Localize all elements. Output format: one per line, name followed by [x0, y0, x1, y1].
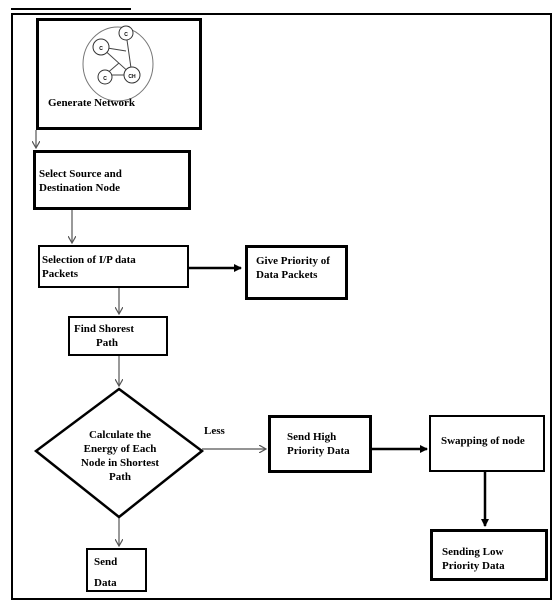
node-selection-iop-packets: Selection of I/P data Packets — [38, 245, 189, 288]
node-send-data: Send Data — [86, 548, 147, 592]
network-graph-icon: C C C CH — [82, 25, 154, 102]
node-label: Path — [96, 337, 118, 349]
decision-diamond-energy — [33, 387, 205, 519]
node-give-priority: Give Priority of Data Packets — [245, 245, 348, 300]
node-label: Selection of I/P data — [42, 254, 136, 266]
node-label: Find Shorest — [74, 323, 135, 335]
node-label: Generate Network — [48, 97, 136, 109]
node-label: Packets — [42, 268, 79, 280]
decision-energy-text: Calculate the Energy of Each Node in Sho… — [76, 428, 164, 484]
network-node-label: CH — [128, 74, 136, 80]
diagram-frame — [11, 13, 552, 600]
node-label: Path — [109, 471, 131, 483]
node-label: Send High — [287, 431, 337, 443]
network-node-label: C — [124, 32, 128, 38]
network-node-label: C — [99, 46, 103, 52]
node-label: Send — [94, 556, 118, 568]
node-label: Node in Shortest — [80, 457, 160, 469]
node-label: Priority Data — [287, 445, 350, 457]
node-select-source-destination: Select Source and Destination Node — [33, 150, 191, 210]
node-label: Data Packets — [256, 269, 318, 281]
node-label: Calculate the — [88, 429, 151, 441]
node-generate-network: C C C CH Generate Network — [36, 18, 202, 130]
node-sending-low-priority: Sending Low Priority Data — [430, 529, 548, 581]
node-label: Give Priority of — [256, 255, 330, 267]
node-label: Swapping of node — [441, 435, 525, 447]
header-rule — [11, 0, 131, 10]
node-find-shortest-path: Find Shorest Path — [68, 316, 168, 356]
node-send-high-priority: Send High Priority Data — [268, 415, 372, 473]
node-label: Destination Node — [39, 182, 120, 194]
edge-label-less: Less — [204, 425, 225, 437]
node-label: Select Source and — [39, 168, 122, 180]
node-label: Sending Low — [442, 546, 504, 558]
node-label: Energy of Each — [83, 443, 157, 455]
network-node-label: C — [103, 76, 107, 82]
node-label: Priority Data — [442, 560, 505, 572]
node-label: Data — [94, 577, 117, 589]
node-swapping-of-node: Swapping of node — [429, 415, 545, 472]
